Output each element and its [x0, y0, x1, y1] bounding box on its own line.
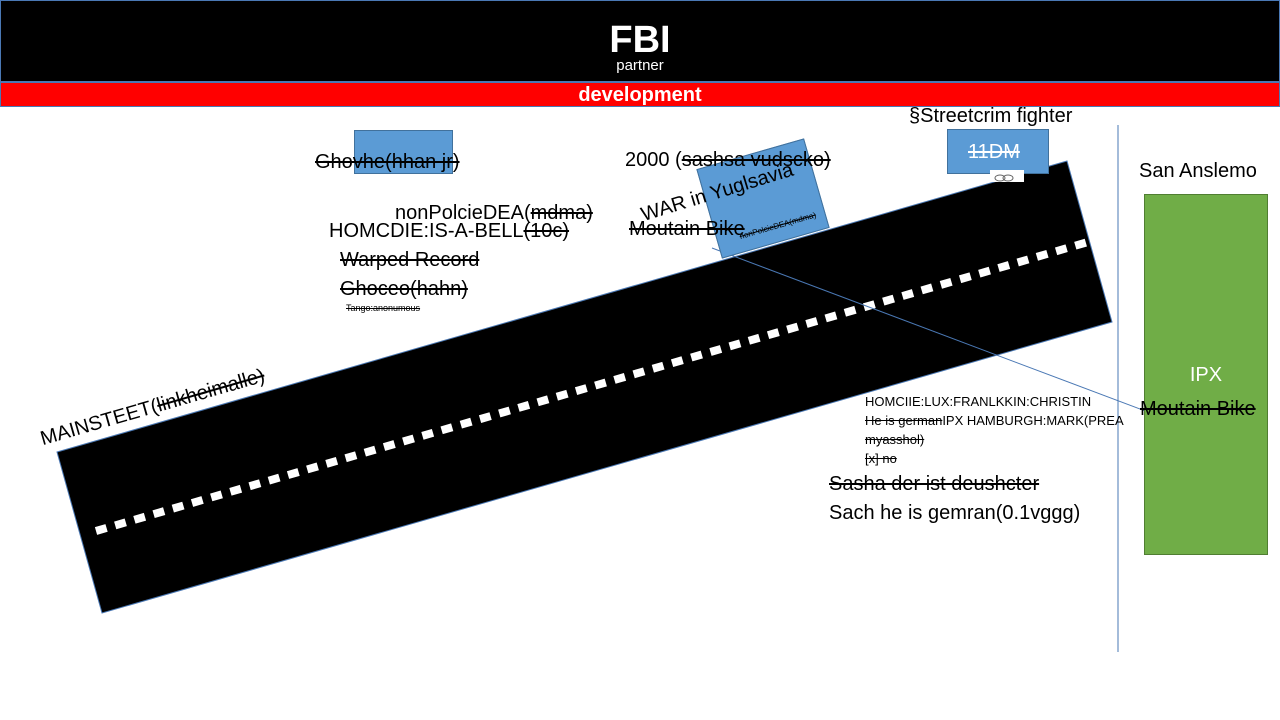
fbi-logo-subtitle: partner [616, 57, 664, 74]
note-homciie: HOMCIIE:LUX:FRANLKKIN:CHRISTIN [865, 394, 1092, 409]
label-year-name: sashsa vudscko) [681, 149, 831, 171]
label-nonpolcie-a: nonPolcieDEA( [395, 202, 531, 224]
notes-block: HOMCIIE:LUX:FRANLKKIN:CHRISTIN He is ger… [865, 392, 1124, 468]
connector-line [711, 247, 1149, 413]
fbi-logo-title: FBI [609, 19, 671, 61]
note-myasshol: myasshol) [865, 432, 925, 447]
label-homcdie: HOMCDIE:IS-A-BELL(10c) [329, 220, 569, 242]
note-german-b: IPX HAMBURGH:MARK(PREA [942, 413, 1124, 428]
label-streetcrim: §Streetcrim fighter [909, 105, 1073, 127]
label-tango: Tango:anonumous [346, 303, 421, 313]
note-german-a: He is german [865, 413, 943, 428]
label-nonpolcie: nonPolcieDEA(mdma) [395, 202, 593, 224]
label-ghovhe-a: Ghovhe( [315, 151, 392, 173]
label-year-a: 2000 ( [625, 149, 682, 171]
label-homcdie-b: (10c) [523, 220, 570, 242]
label-sach: Sach he is gemran(0.1vggg) [829, 502, 1081, 524]
label-ghovhe-b: hhan jr) [391, 151, 460, 173]
label-ghoceo: Ghoceo(hahn) [340, 278, 468, 300]
label-san-anslemo: San Anslemo [1139, 160, 1257, 182]
label-ghovhe: Ghovhe(hhan jr) [315, 151, 460, 173]
ipx-label: IPX [1189, 364, 1223, 386]
label-year: 2000 (sashsa vudscko) [625, 149, 831, 171]
street-center-dashes [94, 238, 1090, 535]
label-11dm: 11DM [968, 141, 1020, 163]
note-xno: [x] no [865, 451, 897, 466]
blue-box-ghovhe [354, 130, 453, 174]
label-warped-record: Warped Record [340, 249, 480, 271]
label-nonpolcie-b: mdma) [530, 202, 593, 224]
ipx-moutain-bike: Moutain Bike [1140, 398, 1256, 420]
car-icon [990, 170, 1024, 182]
label-sasha: Sasha der ist deushcter [829, 473, 1040, 495]
header-bar [0, 0, 1280, 82]
label-moutain-bike: Moutain Bike [629, 218, 745, 240]
ipx-block [1144, 194, 1268, 555]
note-german: He is germanIPX HAMBURGH:MARK(PREA [865, 411, 1124, 430]
label-homcdie-a: HOMCDIE:IS-A-BELL [329, 220, 524, 242]
development-banner-text: development [578, 84, 702, 106]
blue-box-11dm [947, 129, 1049, 174]
